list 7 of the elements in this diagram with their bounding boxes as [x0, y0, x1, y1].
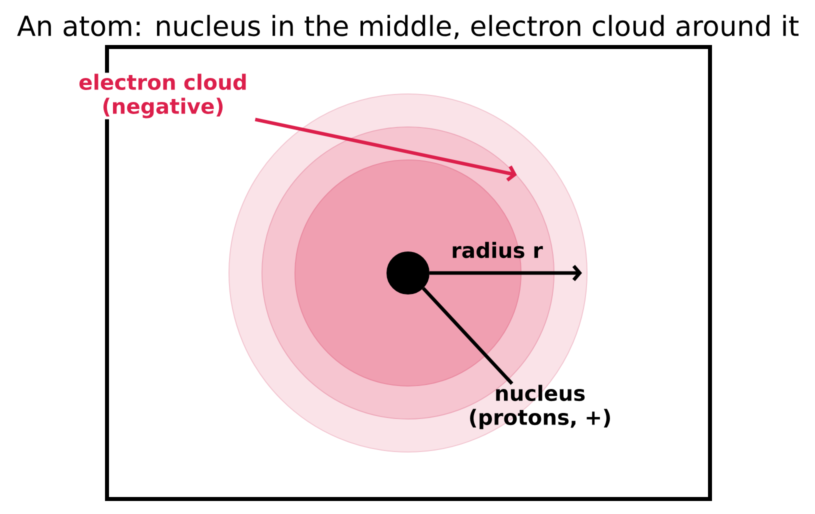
nucleus-label: nucleus (protons, +) [470, 384, 610, 430]
nucleus-dot [386, 252, 430, 294]
title: An atom: nucleus in the middle, electron cloud around it [17, 14, 799, 40]
cloud-label: electron cloud (negative) [72, 72, 254, 120]
leader-line [422, 287, 514, 385]
leader-arrow [254, 118, 517, 182]
dimension-label: radius r [452, 242, 543, 258]
